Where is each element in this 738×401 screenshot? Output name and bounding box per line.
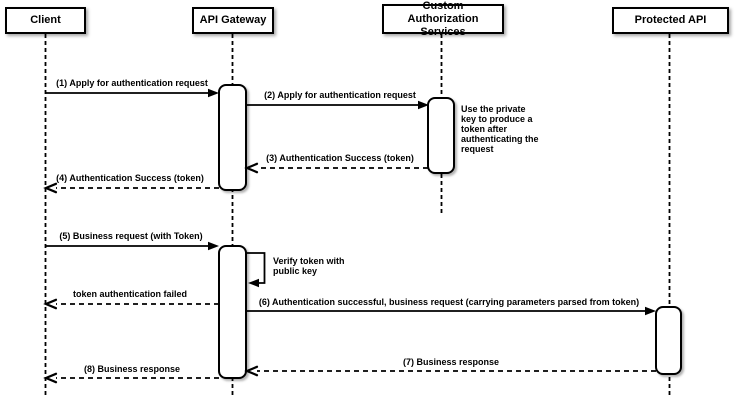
participant-custom-authorization-services-label: Custom Authorization Services: [407, 0, 479, 38]
label-msg5: (5) Business request (with Token): [59, 231, 203, 241]
label-token-auth-failed: token authentication failed: [72, 289, 188, 299]
activation-protected-api: [655, 306, 682, 375]
participant-api-gateway: API Gateway: [192, 7, 274, 34]
activation-api-gateway-business: [218, 245, 247, 379]
arrow-msg7-business-response: [244, 365, 656, 377]
note-private-key: Use the private key to produce a token a…: [461, 104, 539, 154]
arrow-msg3-auth-success-token: [244, 162, 428, 174]
label-msg6: (6) Authentication successful, business …: [258, 297, 640, 307]
activation-api-gateway-auth: [218, 84, 247, 191]
arrow-msg5-business-request: [46, 241, 219, 251]
participant-client-label: Client: [30, 14, 61, 26]
participant-protected-api: Protected API: [612, 7, 729, 34]
arrow-msg4-auth-success-token: [43, 182, 219, 194]
label-msg1: (1) Apply for authentication request: [56, 78, 208, 88]
arrow-self-verify-token: [246, 252, 266, 288]
arrow-msg1-apply-authentication: [46, 88, 219, 98]
participant-api-gateway-label: API Gateway: [199, 14, 267, 26]
label-msg3: (3) Authentication Success (token): [266, 153, 414, 163]
label-msg7: (7) Business response: [402, 357, 500, 367]
participant-protected-api-label: Protected API: [634, 14, 707, 26]
label-msg4: (4) Authentication Success (token): [56, 173, 204, 183]
label-msg8: (8) Business response: [83, 364, 181, 374]
arrow-token-auth-failed: [43, 298, 219, 310]
arrow-msg2-apply-authentication: [246, 100, 429, 110]
label-msg2: (2) Apply for authentication request: [264, 90, 416, 100]
arrow-msg6-auth-successful-business-request: [246, 306, 656, 316]
arrow-msg8-business-response: [43, 372, 219, 384]
participant-custom-authorization-services: Custom Authorization Services: [382, 0, 504, 38]
participant-client: Client: [5, 7, 86, 34]
activation-authorization-services: [427, 97, 455, 174]
label-self-verify-token: Verify token with public key: [273, 256, 345, 276]
